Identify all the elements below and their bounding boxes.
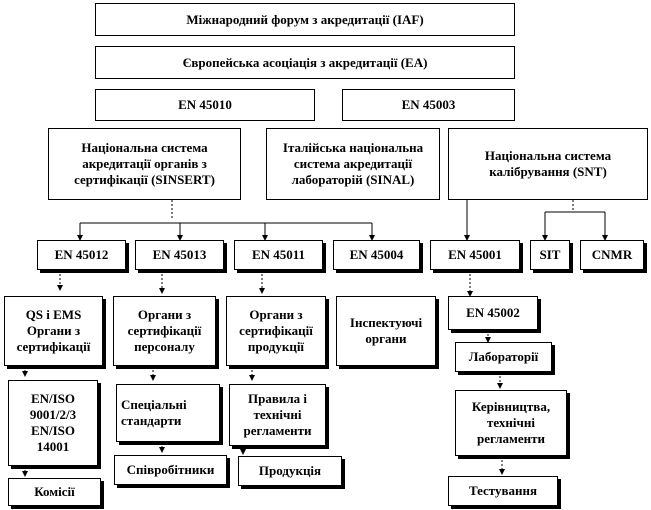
node-inspection-bodies: Інспектуючі органи (336, 296, 436, 366)
node-guides-regulations: Керівництва, технічні регламенти (455, 390, 567, 456)
node-en45011: EN 45011 (234, 240, 323, 270)
node-snt: Національна система калібрування (SNT) (448, 128, 648, 200)
node-sinal: Італійська національна система акредитац… (266, 128, 440, 200)
node-en45013: EN 45013 (135, 240, 224, 270)
node-personnel-bodies: Органи з сертифікації персоналу (113, 296, 216, 366)
node-en45012: EN 45012 (37, 240, 126, 270)
node-iso-standards: EN/ISO 9001/2/3 EN/ISO 14001 (8, 380, 98, 466)
node-en45010: EN 45010 (95, 89, 315, 121)
node-ea: Європейська асоціація з акредитації (EA) (95, 46, 515, 79)
node-cnmr: CNMR (580, 240, 644, 270)
node-laboratories: Лабораторії (455, 342, 552, 372)
node-special-standards: Спеціальні стандарти (116, 384, 220, 442)
node-en45002: EN 45002 (448, 296, 538, 330)
node-iaf: Міжнародний форум з акредитації (IAF) (95, 3, 515, 36)
node-product-bodies: Органи з сертифікації продукції (226, 296, 326, 366)
node-en45004: EN 45004 (333, 240, 420, 270)
node-testing: Тестування (448, 476, 558, 506)
node-products: Продукція (238, 456, 342, 486)
node-commissions: Комісії (8, 478, 101, 506)
node-sinsert: Національна система акредитації органів … (48, 128, 241, 200)
node-employees: Співробітники (114, 455, 227, 485)
node-sit: SIT (530, 240, 570, 270)
node-en45003: EN 45003 (342, 89, 515, 121)
node-qs-ems-bodies: QS і EMS Органи з сертифікації (4, 296, 103, 366)
node-rules-regulations: Правила і технічні регламенти (229, 384, 326, 446)
node-en45001: EN 45001 (430, 240, 520, 270)
